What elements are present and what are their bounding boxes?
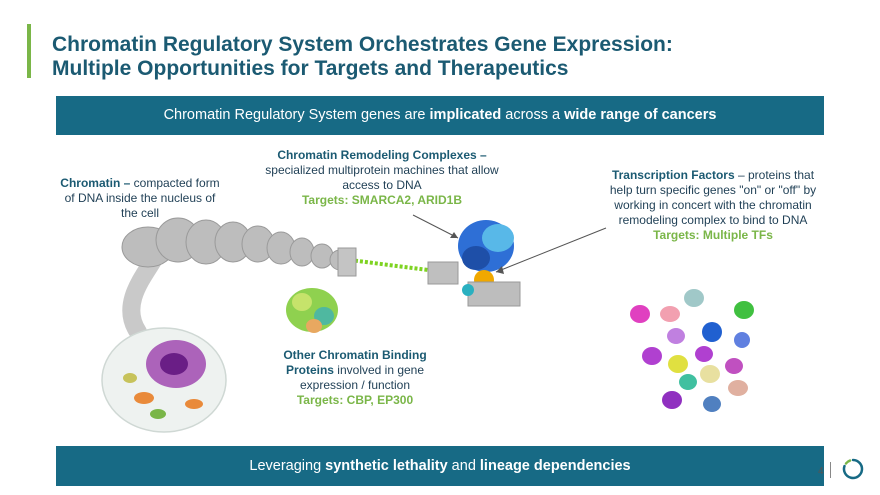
company-logo-icon [842,458,864,480]
top-banner-text-mid: across a [501,107,565,123]
page-number-divider [830,462,831,478]
chromatin-label: Chromatin – compacted form of DNA inside… [60,176,220,221]
title-line-2: Multiple Opportunities for Targets and T… [52,57,569,80]
remodeling-targets: Targets: SMARCA2, ARID1B [301,193,463,207]
page-number: 4 [818,466,824,477]
chromatin-desc: compacted form of DNA inside the nucleus… [64,176,220,220]
bottom-banner-text: Leveraging [249,458,326,474]
remodeling-complex-illustration [458,220,521,307]
title-line-1: Chromatin Regulatory System Orchestrates… [52,33,673,56]
transcription-desc: – proteins that help turn specific genes… [609,168,817,227]
transcription-targets: Targets: Multiple TFs [653,228,773,242]
binding-label: Other Chromatin Binding Proteins involve… [270,348,440,408]
chromatin-fiber-illustration [121,217,459,341]
top-banner-text: Chromatin Regulatory System genes are [163,107,430,123]
binding-targets: Targets: CBP, EP300 [296,393,414,407]
top-banner: Chromatin Regulatory System genes are im… [56,96,824,135]
slide-title: Chromatin Regulatory System Orchestrates… [52,33,812,81]
remodeling-desc: specialized multiprotein machines that a… [265,163,499,192]
transcription-factors-illustration [630,289,754,412]
remodeling-term: Chromatin Remodeling Complexes – [277,148,487,162]
binding-term: Other Chromatin Binding Proteins [283,348,427,377]
binding-desc: involved in gene expression / function [299,363,425,392]
top-banner-bold-1: implicated [429,107,502,123]
bottom-banner-text-mid: and [447,458,480,474]
remodeling-label: Chromatin Remodeling Complexes – special… [262,148,502,208]
title-accent-bar [27,24,31,78]
cell-illustration [101,327,227,433]
transcription-label: Transcription Factors – proteins that he… [606,168,820,243]
transcription-term: Transcription Factors [611,168,735,182]
bottom-banner: Leveraging synthetic lethality and linea… [56,446,824,486]
top-banner-bold-2: wide range of cancers [564,107,717,123]
chromatin-term: Chromatin – [60,176,131,190]
binding-protein-illustration [286,288,338,333]
bottom-banner-bold-2: lineage dependencies [479,458,631,474]
bottom-banner-bold-1: synthetic lethality [325,458,448,474]
